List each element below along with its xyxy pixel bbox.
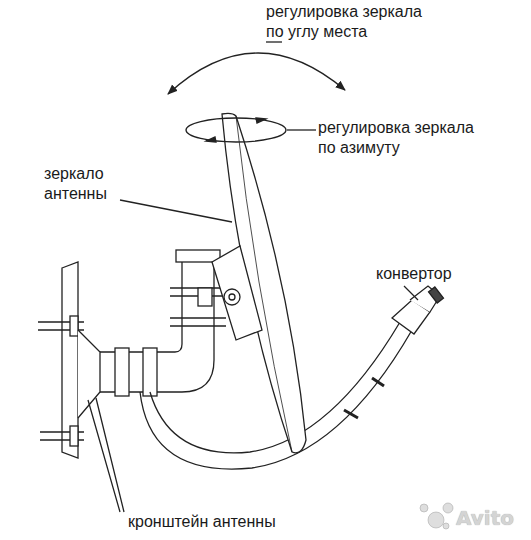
adjust-label: регулировка зеркала по углу места <box>266 2 426 42</box>
elevation-arrow <box>168 53 345 94</box>
part-label: зеркало антенны <box>44 164 108 204</box>
leader-line <box>266 41 282 42</box>
nut <box>70 426 78 446</box>
pivot <box>224 289 240 305</box>
leader-line <box>287 129 316 130</box>
leader-line <box>120 200 232 222</box>
bolts <box>38 322 84 440</box>
leader-line <box>404 286 418 300</box>
watermark: Avito <box>456 506 514 531</box>
arrowhead <box>206 137 216 142</box>
azimuth-arrow <box>186 118 286 142</box>
mount-plate <box>212 246 262 340</box>
nut <box>70 316 78 336</box>
part-label: кронштейн антенны <box>128 512 276 532</box>
pivot <box>229 294 235 300</box>
pivot-block <box>198 288 212 306</box>
wall-plate <box>62 262 78 458</box>
tube-cap <box>176 250 220 262</box>
clamp <box>115 348 129 396</box>
arm-clip <box>344 378 384 418</box>
adjust-label: регулировка зеркала по азимуту <box>318 118 478 158</box>
mount-bolts <box>170 288 226 326</box>
feedhorn <box>429 287 444 303</box>
clamp <box>143 348 157 396</box>
part-label: конвертор <box>376 264 452 284</box>
arrowhead <box>256 118 266 123</box>
watermark-logo <box>420 503 453 529</box>
leader-line <box>88 398 124 512</box>
